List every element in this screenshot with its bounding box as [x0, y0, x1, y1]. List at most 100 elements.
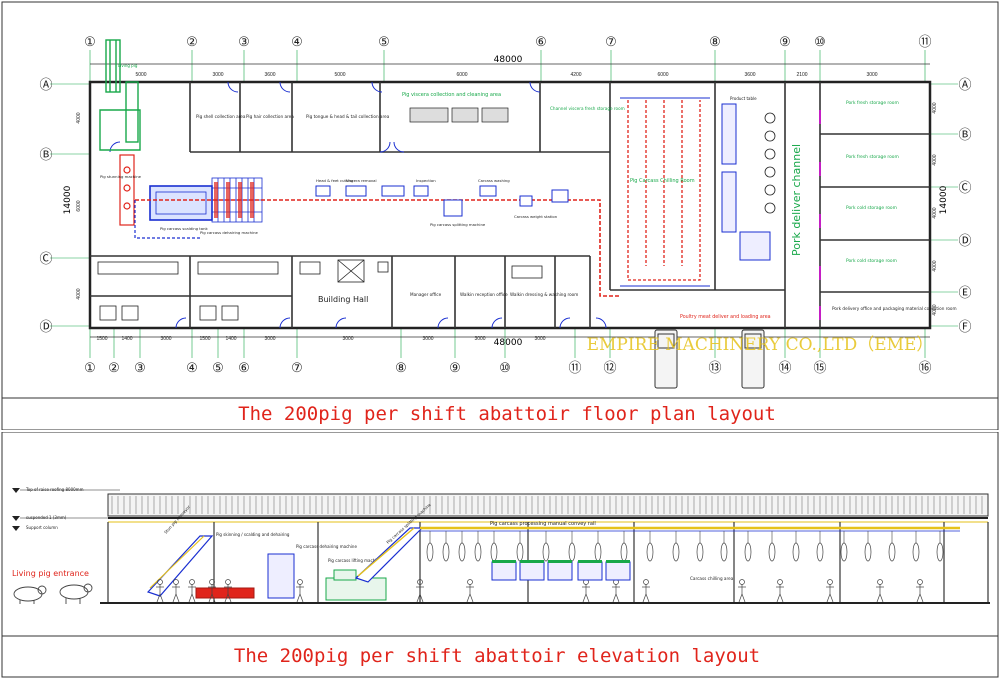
living-pigs	[13, 583, 93, 604]
dimension-bottom: 3000	[422, 336, 433, 342]
elevation-drawing: Top of raise roofing 8000mm suspended 1 …	[1, 432, 999, 678]
row-marker-right: Ⓒ	[958, 180, 971, 195]
fresh-store-1-label: Pork fresh storage room	[846, 100, 899, 106]
carcass	[490, 542, 498, 562]
dimension-bottom: 3000	[534, 336, 545, 342]
row-marker-left: Ⓒ	[39, 251, 52, 266]
dimension-bottom: 1500	[96, 336, 107, 342]
door-swings	[109, 81, 607, 329]
row-marker-left: Ⓑ	[39, 147, 52, 162]
carcass	[696, 542, 704, 562]
column-marker-bottom: ⑪	[568, 360, 581, 375]
process-stations	[315, 185, 569, 217]
row-marker-left: Ⓓ	[39, 319, 52, 334]
column-marker-bottom: ⑬	[708, 360, 721, 375]
dimension-top: 4200	[570, 72, 581, 78]
fresh-store-4-label: Pork cold storage room	[846, 258, 897, 264]
viscera-remove-label: Viscera removal	[346, 178, 377, 183]
dimension-top: 6000	[657, 72, 668, 78]
worker-figure	[208, 579, 216, 603]
column-marker-bottom: ⑧	[395, 360, 407, 375]
roof-truss-lines	[111, 496, 983, 514]
chilling-rails-blue	[620, 97, 710, 287]
product-tables	[721, 103, 771, 261]
row-marker-right: Ⓐ	[958, 77, 971, 92]
level-mid-label: suspended 1 (3mm)	[26, 515, 67, 520]
dimension-left: 6000	[76, 200, 82, 211]
carcass	[744, 542, 752, 562]
dimension-bottom: 3000	[264, 336, 275, 342]
dimension-bottom: 3000	[342, 336, 353, 342]
work-platforms	[491, 561, 631, 581]
scalding-label: Pig carcass scalding tank	[160, 226, 209, 231]
column-marker-bottom: ⑯	[918, 360, 931, 375]
row-marker-left: Ⓐ	[39, 77, 52, 92]
dimension-bottom: 3000	[474, 336, 485, 342]
delivery-office-label: Pork delivery office and packaging mater…	[832, 306, 957, 311]
column-marker-top: ⑧	[709, 34, 721, 49]
stunning-label: Pig stunning machine	[100, 174, 142, 179]
head-feet-label: Head & feet cutting	[316, 178, 354, 183]
pork-deliver-channel-label: Pork deliver channel	[790, 144, 803, 256]
column-marker-top: ⑥	[535, 34, 547, 49]
column-marker-top: ④	[291, 34, 303, 49]
chill-area-label: Carcass chilling area	[690, 576, 734, 581]
carcass	[426, 542, 434, 562]
column-marker-top: ③	[238, 34, 250, 49]
dimension-top: 5000	[334, 72, 345, 78]
channel-viscera-label: Channel viscera fresh storage room	[550, 106, 625, 111]
fresh-store-2-label: Pork fresh storage room	[846, 154, 899, 160]
worker-figure	[826, 579, 834, 603]
floor-plan-title: The 200pig per shift abattoir floor plan…	[238, 403, 776, 425]
lifting-machine-elev	[325, 569, 387, 601]
dehair-label: Pig carcass dehairing machine	[200, 230, 259, 235]
dehairing-machine-elev	[267, 553, 295, 599]
carcass	[474, 542, 482, 562]
station-labels: Head & feet cutting Viscera removal Insp…	[100, 174, 558, 235]
worker-figure	[776, 579, 784, 603]
column-marker-top: ②	[186, 34, 198, 49]
row-marker-right: Ⓕ	[958, 319, 971, 334]
living-pig-entrance-label: Living pig entrance	[12, 569, 89, 578]
total-dimension-left: 14000	[63, 185, 73, 214]
lower-room-labels: Building Hall Manager office Walkin rece…	[318, 292, 578, 304]
building-outline	[88, 80, 932, 330]
column-marker-bottom: ⑭	[778, 360, 791, 375]
plan-frame	[1, 1, 999, 430]
dimension-top: 3000	[212, 72, 223, 78]
upper-room-labels: Pig shell collection area Pig hair colle…	[196, 114, 390, 119]
column-marker-bottom: ⑩	[499, 360, 511, 375]
fresh-store-3-label: Pork cold storage room	[846, 205, 897, 211]
carcass	[720, 542, 728, 562]
carcass	[516, 542, 524, 562]
carcass	[936, 542, 944, 562]
row-marker-right: Ⓑ	[958, 127, 971, 142]
column-marker-top: ⑪	[918, 34, 931, 49]
column-marker-bottom: ③	[134, 360, 146, 375]
carcass	[442, 542, 450, 562]
worker-figure	[916, 579, 924, 603]
interior-walls	[90, 82, 930, 328]
dimension-left: 4000	[76, 112, 82, 123]
carcass	[672, 542, 680, 562]
dehair-elev-label: Pig carcass dehairing machine	[296, 544, 357, 549]
chilling-rails	[627, 100, 701, 281]
carcass	[816, 542, 824, 562]
company-watermark: EMPIRE MACHINERY CO.,LTD（EME）	[587, 335, 934, 355]
column-marker-bottom: ⑨	[449, 360, 461, 375]
carcass	[768, 542, 776, 562]
column-marker-bottom: ⑫	[603, 360, 616, 375]
column-marker-bottom: ①	[84, 360, 96, 375]
worker-figure	[642, 579, 650, 603]
carcass-wash-label: Carcass washing	[478, 178, 510, 183]
worker-figure	[156, 579, 164, 603]
viscera-tables	[409, 107, 509, 123]
worker-figure	[416, 579, 424, 603]
work-platform-tops	[492, 560, 630, 563]
splitting-label: Pig carcass splitting machine	[430, 222, 486, 227]
worker-figure	[582, 579, 590, 603]
worker-figure	[296, 579, 304, 603]
